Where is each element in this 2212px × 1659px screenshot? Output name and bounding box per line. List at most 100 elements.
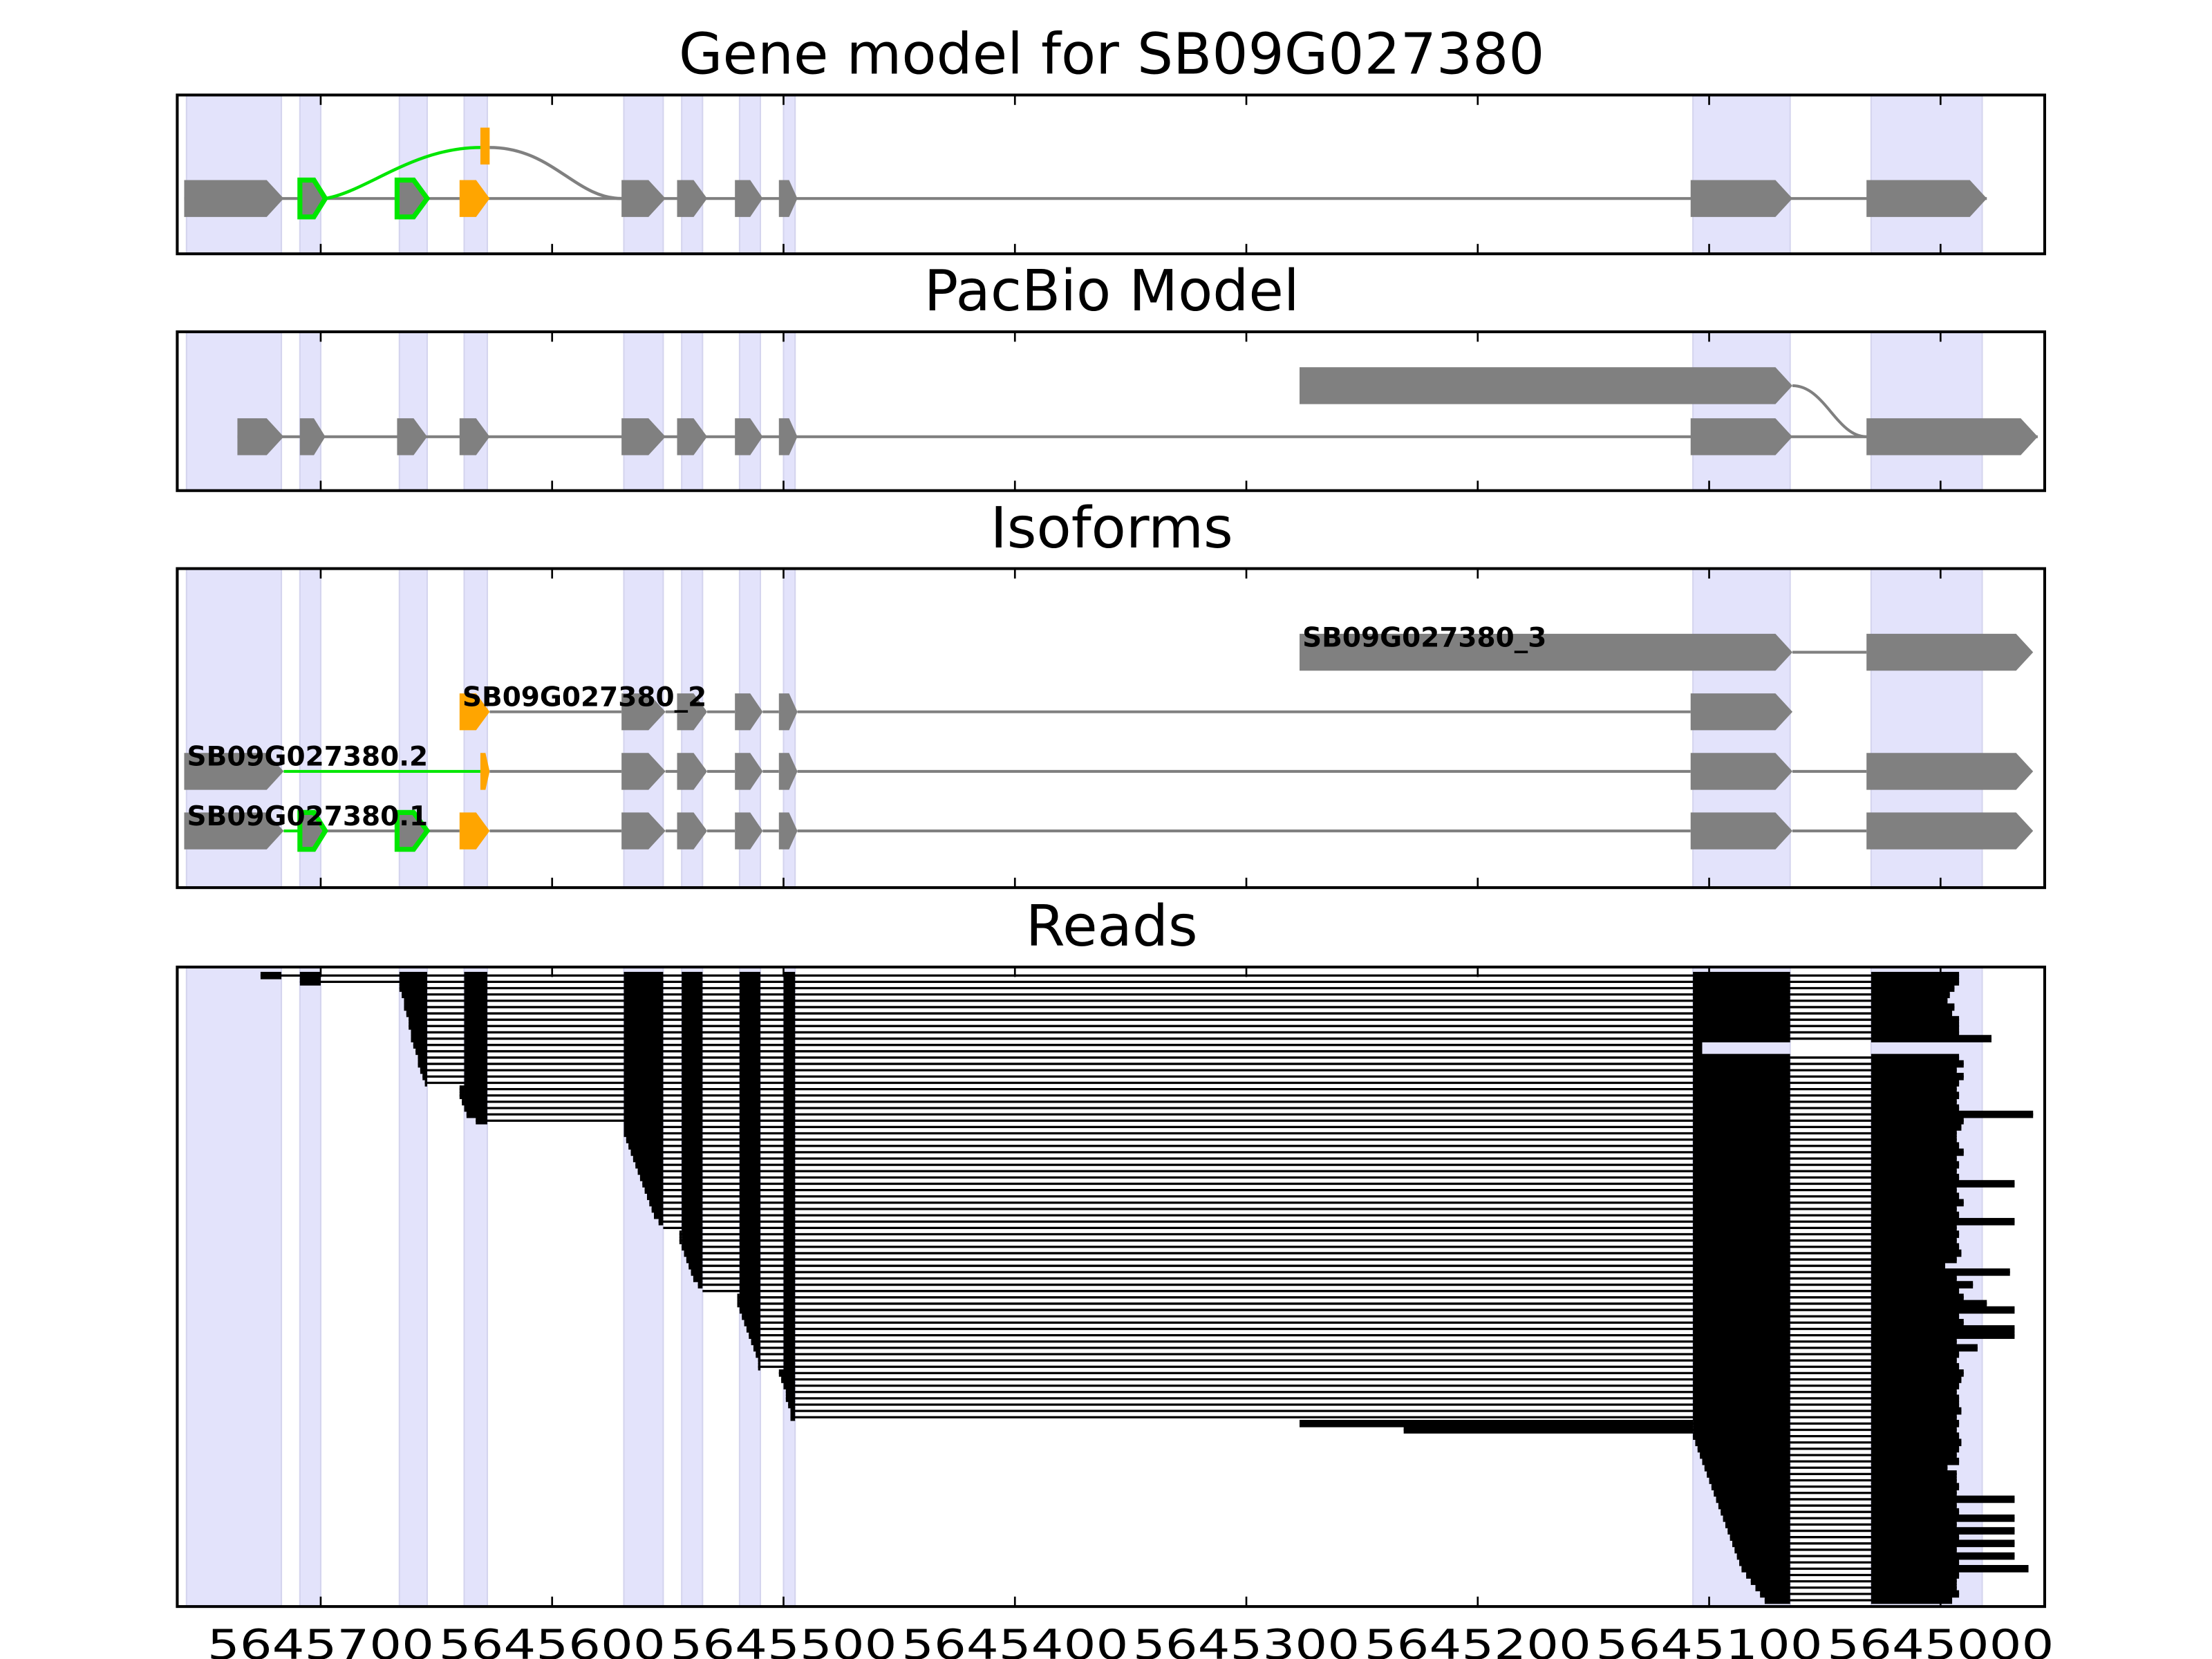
- read-block: [1871, 1066, 1957, 1074]
- isoform-exon: [621, 693, 666, 731]
- isoform-exon: [1300, 633, 1793, 671]
- read-block: [1693, 1344, 1790, 1352]
- isoform-exon: [1690, 812, 1793, 850]
- read-block: [739, 1079, 761, 1087]
- read-block: [739, 1249, 761, 1257]
- read-block: [1693, 984, 1790, 992]
- read-block: [464, 984, 487, 992]
- read-block: [1693, 1394, 1790, 1403]
- read-block: [420, 1066, 427, 1074]
- read: [1730, 1533, 1960, 1541]
- read-block: [783, 1136, 796, 1143]
- read: [1732, 1539, 2015, 1548]
- read-block: [1871, 1110, 2034, 1118]
- read-block: [1871, 1104, 1960, 1112]
- read-block: [1871, 1388, 1957, 1396]
- read: [411, 1035, 1991, 1042]
- read-block: [783, 1003, 796, 1011]
- read-block: [783, 1344, 796, 1352]
- read: [785, 1388, 1957, 1396]
- read-block: [1693, 1382, 1790, 1389]
- read-block: [682, 1180, 703, 1188]
- read-block: [1871, 1079, 1960, 1087]
- read-block: [682, 1174, 703, 1181]
- exon-region-shade: [738, 330, 762, 491]
- read-block: [1871, 1199, 1964, 1207]
- read-block: [679, 1230, 682, 1238]
- read-block: [1693, 1035, 1790, 1042]
- isoform-exon: [778, 693, 798, 731]
- read-block: [624, 1104, 664, 1112]
- read-block: [739, 991, 761, 998]
- read-block: [783, 1029, 796, 1036]
- exon-region-shade: [398, 330, 428, 491]
- read: [637, 1167, 1957, 1175]
- read-block: [737, 1300, 740, 1308]
- read-block: [1871, 1180, 2015, 1188]
- read-block: [464, 1035, 487, 1042]
- read-block: [691, 1268, 703, 1276]
- read-block: [624, 1091, 664, 1100]
- read-block: [1693, 1376, 1790, 1383]
- read-block: [1871, 1438, 1962, 1447]
- read-block: [1871, 1003, 1955, 1011]
- read-block: [783, 1035, 796, 1042]
- read-block: [1693, 1066, 1790, 1074]
- read-block: [739, 1217, 761, 1226]
- read-block: [783, 1268, 796, 1276]
- read-block: [1871, 1382, 1960, 1389]
- read-block: [739, 1281, 761, 1288]
- read-block: [1693, 1085, 1790, 1093]
- read-block: [739, 1085, 761, 1093]
- read-block: [1732, 1539, 1790, 1548]
- read: [693, 1275, 1957, 1282]
- read-block: [1693, 1287, 1790, 1295]
- read-block: [1725, 1521, 1790, 1528]
- read-block: [1871, 1432, 1960, 1440]
- read-block: [1693, 1243, 1790, 1251]
- read-block: [464, 971, 487, 980]
- read-block: [682, 1085, 703, 1093]
- read-block: [1693, 1041, 1703, 1049]
- read-block: [739, 1230, 761, 1238]
- read-block: [1709, 1477, 1790, 1484]
- read-block: [1693, 1174, 1790, 1181]
- exon-region-shade: [782, 94, 796, 255]
- read: [409, 1015, 1960, 1024]
- read: [628, 1142, 1960, 1150]
- read-block: [624, 971, 664, 980]
- read-block: [783, 1154, 796, 1163]
- read-block: [624, 1015, 664, 1024]
- read-block: [1871, 1249, 1962, 1257]
- read-block: [783, 1243, 796, 1251]
- read-block: [1764, 1596, 1790, 1604]
- read-block: [1693, 1073, 1790, 1080]
- read-block: [1871, 1369, 1964, 1377]
- read: [1741, 1565, 2029, 1573]
- read: [1697, 1445, 1960, 1453]
- read: [418, 1060, 1964, 1068]
- read-block: [783, 1060, 796, 1068]
- read: [790, 1407, 1962, 1415]
- read-block: [739, 1255, 761, 1264]
- read-block: [682, 971, 703, 980]
- read-block: [1693, 1420, 1790, 1427]
- read-block: [739, 1142, 761, 1150]
- isoform-label: SB09G027380_3: [1302, 622, 1546, 653]
- panel-1: [177, 330, 2045, 491]
- read-block: [783, 997, 796, 1005]
- read-block: [464, 1041, 487, 1049]
- read-block: [1693, 1091, 1790, 1100]
- read-block: [299, 978, 321, 986]
- read: [744, 1319, 1964, 1327]
- read-block: [783, 1230, 796, 1238]
- read-block: [1693, 1338, 1790, 1346]
- isoform-exon: [1690, 753, 1793, 790]
- read-block: [682, 1116, 703, 1125]
- read-block: [739, 1009, 761, 1018]
- read-block: [682, 1217, 703, 1226]
- read-block: [739, 1154, 761, 1163]
- read-block: [682, 1148, 703, 1156]
- read: [756, 1350, 1960, 1358]
